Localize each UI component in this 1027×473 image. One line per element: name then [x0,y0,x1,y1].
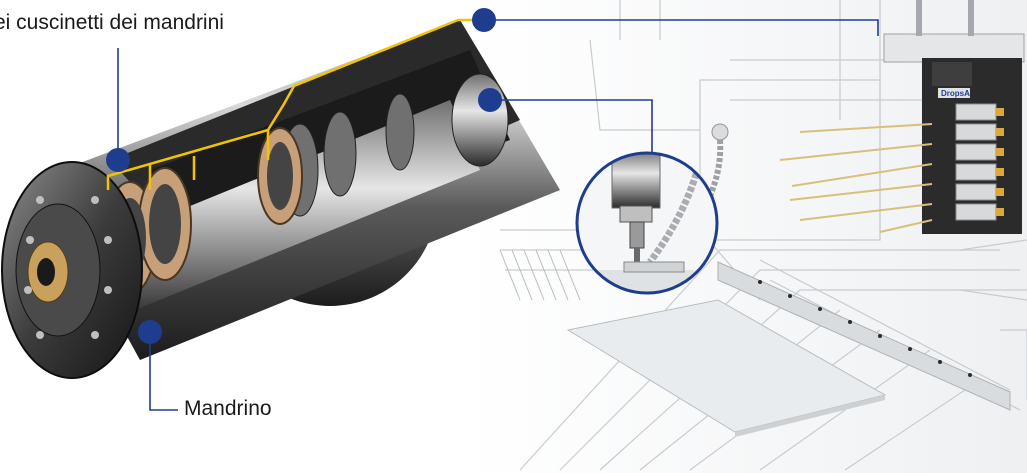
side-rail [717,261,1011,411]
callout-dot-icon [138,320,162,344]
callout-label-spindle: Mandrino [184,397,272,420]
spindle-cutaway-icon [1,20,560,379]
lube-path [106,18,474,190]
machine-badge: DropsA [941,89,970,98]
callout-label-bearings: ei cuscinetti dei mandrini [0,11,224,34]
callout-dot-icon [106,148,130,172]
callout-lines [117,19,879,411]
callout-dot-icon [478,88,502,112]
callout-dots [106,8,502,344]
workpiece-plate [566,299,887,437]
conveyor-rollers [499,249,581,301]
bearing-set-rear [257,127,303,225]
lubrication-unit-icon: DropsA [779,0,1025,234]
callout-dot-icon [472,8,496,32]
